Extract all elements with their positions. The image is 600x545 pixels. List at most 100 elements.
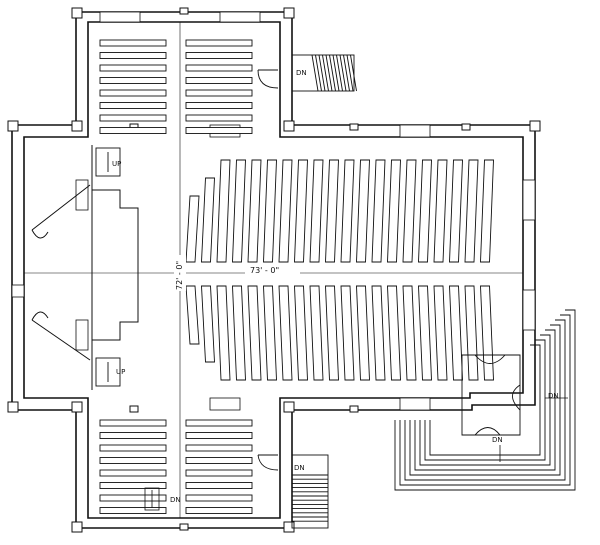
- pew: [185, 507, 253, 514]
- stair-label-dn-lower: DN: [294, 464, 305, 472]
- pew: [99, 432, 167, 439]
- pew: [232, 159, 246, 263]
- pew: [325, 285, 339, 381]
- dimension-width: 73' - 0": [250, 266, 279, 275]
- window: [399, 124, 431, 138]
- stair-tread: [346, 54, 354, 92]
- pew: [99, 127, 167, 134]
- pew: [433, 285, 448, 381]
- pew: [99, 457, 167, 464]
- pier: [7, 120, 19, 132]
- pew: [185, 432, 253, 439]
- pier: [461, 123, 471, 131]
- stair-box: [95, 357, 121, 387]
- pier: [71, 521, 83, 533]
- pew: [185, 482, 253, 489]
- entry-step: [404, 319, 566, 481]
- pew: [278, 285, 293, 381]
- vestibule-wall: [461, 354, 521, 436]
- entry-step: [399, 314, 571, 486]
- entrance-vestibule: [461, 354, 521, 436]
- pew: [99, 494, 167, 502]
- window: [99, 11, 141, 23]
- entry-step: [414, 329, 556, 471]
- stair-tread: [318, 54, 326, 92]
- stair-outline: [291, 54, 355, 92]
- vestibule-arrows: [499, 397, 568, 462]
- pew: [449, 159, 463, 263]
- pew: [185, 419, 253, 427]
- window: [75, 179, 89, 211]
- pew: [99, 39, 167, 47]
- pew: [185, 89, 253, 97]
- pew: [387, 159, 401, 263]
- pew: [185, 285, 200, 345]
- pew: [216, 285, 231, 381]
- pew: [99, 102, 167, 109]
- lower-exterior-stair: [291, 454, 329, 529]
- transept-pews: [99, 39, 253, 514]
- window: [522, 289, 536, 331]
- dim-bg: [245, 264, 300, 276]
- door-swing: [474, 427, 501, 436]
- pier: [349, 405, 359, 413]
- window: [11, 284, 25, 298]
- window: [522, 179, 536, 221]
- pew: [232, 285, 246, 381]
- chancel-wall: [31, 319, 91, 361]
- stair-label-dn-bottom: DN: [170, 496, 181, 504]
- pier: [71, 7, 83, 19]
- pew: [418, 159, 432, 263]
- pew: [464, 285, 479, 381]
- pier: [283, 401, 295, 413]
- pew: [99, 444, 167, 452]
- stair-tread: [339, 54, 347, 92]
- stair-tread: [322, 54, 329, 92]
- pew: [402, 159, 417, 263]
- door-swing: [31, 311, 49, 321]
- pew: [371, 159, 386, 263]
- pew: [99, 52, 167, 59]
- pew: [185, 52, 253, 59]
- wall-piers: [7, 7, 541, 533]
- pew: [309, 159, 324, 263]
- pew: [309, 285, 324, 381]
- door-upper-right: [257, 69, 279, 89]
- door-lower-right: [257, 454, 279, 471]
- pier: [349, 123, 359, 131]
- upper-exterior-stair: [291, 54, 357, 92]
- stair-tread: [325, 54, 333, 92]
- pew: [464, 159, 479, 263]
- pew: [433, 159, 448, 263]
- pew: [185, 457, 253, 464]
- pier: [129, 405, 139, 413]
- pew: [201, 285, 215, 363]
- pew: [99, 64, 167, 72]
- pew: [185, 114, 253, 122]
- entry-step: [409, 324, 561, 476]
- pew: [480, 159, 494, 263]
- stair-label-up-upper: UP: [112, 160, 121, 168]
- pew: [294, 285, 308, 381]
- pier: [71, 120, 83, 132]
- pew: [371, 285, 386, 381]
- pew: [387, 285, 401, 381]
- entry-step: [424, 339, 546, 461]
- pew: [185, 64, 253, 72]
- pew: [201, 177, 215, 263]
- pew: [99, 469, 167, 477]
- window: [209, 397, 241, 411]
- stair-label-dn-vestibule-right: DN: [548, 392, 559, 400]
- bottom-stair-marker: [144, 487, 160, 511]
- stair-tread: [343, 54, 350, 92]
- stair-box: [95, 147, 121, 177]
- dimension-depth: 72' - 0": [175, 261, 184, 290]
- door-swing: [512, 384, 521, 411]
- door-swing: [474, 354, 506, 364]
- pier: [7, 401, 19, 413]
- dim-bg: [174, 255, 186, 291]
- pew: [99, 507, 167, 514]
- stair-tread: [350, 54, 357, 92]
- window: [219, 11, 261, 23]
